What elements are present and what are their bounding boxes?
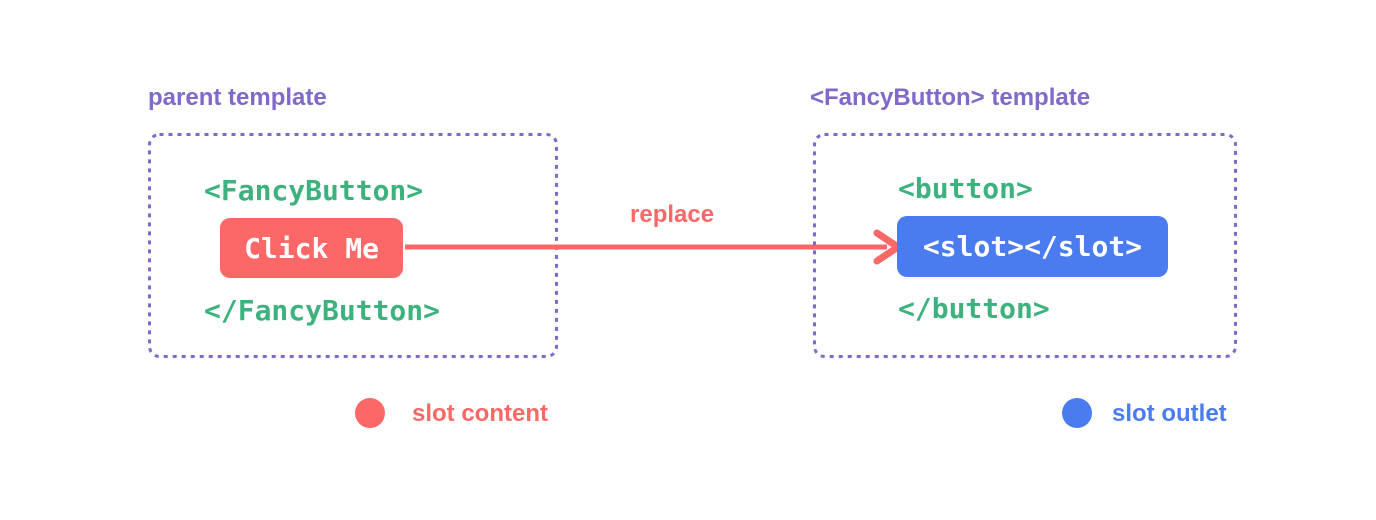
slot-content-legend-label: slot content xyxy=(412,400,548,427)
fancybutton-open-tag: <FancyButton> xyxy=(204,174,424,207)
slot-outlet-legend-label: slot outlet xyxy=(1112,400,1227,427)
fancybutton-template-box xyxy=(813,133,1237,358)
slot-content-dot-icon xyxy=(355,398,385,428)
parent-template-title: parent template xyxy=(148,84,327,111)
parent-template-box xyxy=(148,133,558,358)
fancybutton-close-tag: </FancyButton> xyxy=(204,294,441,327)
fancybutton-template-title: <FancyButton> template xyxy=(810,84,1091,111)
slot-outlet-chip: <slot></slot> xyxy=(897,216,1168,277)
replace-arrow-label: replace xyxy=(630,201,715,228)
button-open-tag: <button> xyxy=(898,172,1033,205)
button-close-tag: </button> xyxy=(898,292,1050,325)
slot-outlet-dot-icon xyxy=(1062,398,1092,428)
click-me-slot-content-chip: Click Me xyxy=(220,218,403,278)
